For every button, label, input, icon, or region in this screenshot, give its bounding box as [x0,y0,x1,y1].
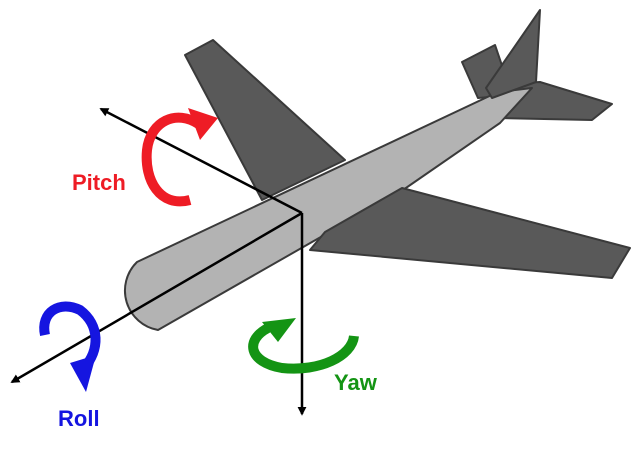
roll-label: Roll [58,406,100,431]
pitch-rotation-arrow [141,108,218,207]
pitch-label: Pitch [72,170,126,195]
roll-axis-line [10,211,303,384]
roll-rotation-arrow [39,301,101,392]
yaw-label: Yaw [334,370,378,395]
yaw-rotation-arrow [248,318,359,374]
pitch-axis-line [99,107,303,215]
right-wing [309,187,631,279]
left-wing [184,39,346,201]
vertical-fin [485,9,541,99]
